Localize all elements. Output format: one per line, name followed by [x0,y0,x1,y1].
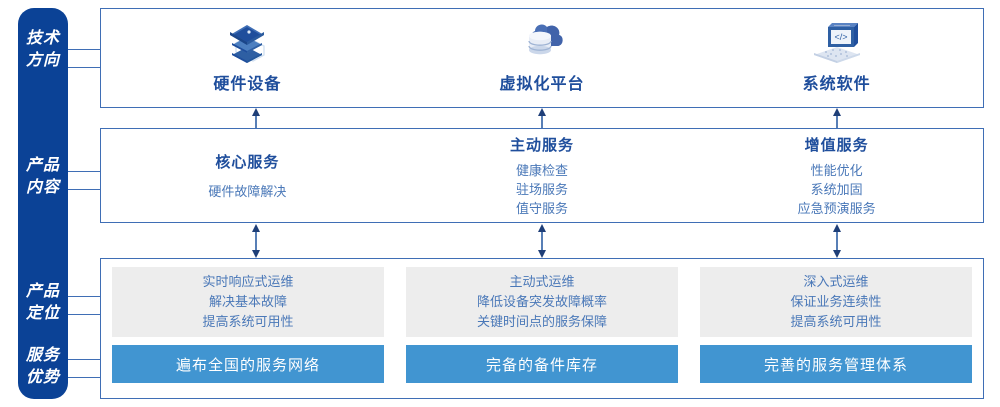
cloud-database-icon [510,16,574,68]
positioning-line: 保证业务连续性 [790,294,882,309]
arrow-up-system-software [830,108,844,128]
positioning-card-indepth: 深入式运维 保证业务连续性 提高系统可用性 [700,267,972,337]
product-item: 健康检查 [516,162,569,178]
lower-column-indepth[interactable]: 深入式运维 保证业务连续性 提高系统可用性 完善的服务管理体系 [700,267,972,389]
connector-position-upper [68,296,101,297]
connector-product-upper [68,171,101,172]
arrow-up-hardware [249,108,263,128]
svg-text:</>: </> [834,32,847,42]
rail-label-service-advantage: 服务 优势 [25,347,60,386]
lower-column-proactive[interactable]: 主动式运维 降低设备突发故障概率 关键时间点的服务保障 完备的备件库存 [406,267,678,389]
server-stack-icon [215,16,279,68]
positioning-line: 提高系统可用性 [790,314,882,329]
connector-advantage-upper [68,359,101,360]
product-title-value-added-service: 增值服务 [804,136,869,154]
tech-column-virtualization[interactable]: 虚拟化平台 [395,8,690,108]
advantage-bar-service-network[interactable]: 遍布全国的服务网络 [112,345,384,383]
arrow-double-system-software [830,224,844,258]
tech-column-system-software[interactable]: </> 系统软件 [689,8,984,108]
positioning-advantage-row: 实时响应式运维 解决基本故障 提高系统可用性 遍布全国的服务网络 主动式运维 降… [100,258,984,399]
positioning-line: 实时响应式运维 [202,274,294,289]
positioning-card-proactive: 主动式运维 降低设备突发故障概率 关键时间点的服务保障 [406,267,678,337]
product-item: 值守服务 [516,200,569,216]
connector-tech-upper [68,49,101,50]
positioning-line: 降低设备突发故障概率 [476,294,607,309]
rail-label-product-position: 产品 定位 [25,283,60,322]
arrow-up-virtualization [535,108,549,128]
connector-position-lower [68,314,101,315]
product-content-section-box [100,128,984,223]
tech-label-hardware: 硬件设备 [213,76,282,93]
product-item: 性能优化 [810,162,863,178]
connector-advantage-lower [68,377,101,378]
product-content-row: 核心服务 硬件故障解决 主动服务 健康检查 驻场服务 值守服务 增值服务 性能优… [100,128,984,223]
product-title-proactive-service: 主动服务 [510,136,575,154]
positioning-line: 深入式运维 [803,274,869,289]
connector-tech-lower [68,67,101,68]
product-item: 系统加固 [810,181,863,197]
positioning-line: 主动式运维 [509,274,575,289]
product-item: 应急预演服务 [797,200,876,216]
product-item: 驻场服务 [516,181,569,197]
advantage-bar-management-system[interactable]: 完善的服务管理体系 [700,345,972,383]
tech-label-system-software: 系统软件 [802,76,871,93]
positioning-card-realtime: 实时响应式运维 解决基本故障 提高系统可用性 [112,267,384,337]
technology-row: 硬件设备 虚拟化平台 [100,8,984,108]
connector-product-lower [68,189,101,190]
positioning-line: 关键时间点的服务保障 [476,314,607,329]
laptop-code-icon: </> [805,16,869,68]
positioning-line: 解决基本故障 [208,294,287,309]
product-title-core-service: 核心服务 [215,153,280,171]
arrow-double-hardware [249,224,263,258]
product-column-proactive-service[interactable]: 主动服务 健康检查 驻场服务 值守服务 [395,128,690,223]
arrow-double-virtualization [535,224,549,258]
left-category-rail [18,8,68,399]
product-item: 硬件故障解决 [208,183,287,199]
lower-column-realtime[interactable]: 实时响应式运维 解决基本故障 提高系统可用性 遍布全国的服务网络 [112,267,384,389]
product-column-core-service[interactable]: 核心服务 硬件故障解决 [100,128,395,223]
tech-label-virtualization: 虚拟化平台 [499,76,585,93]
rail-label-tech-direction: 技术 方向 [25,30,60,69]
advantage-bar-spare-parts[interactable]: 完备的备件库存 [406,345,678,383]
positioning-line: 提高系统可用性 [202,314,294,329]
product-column-value-added-service[interactable]: 增值服务 性能优化 系统加固 应急预演服务 [689,128,984,223]
rail-label-product-content: 产品 内容 [25,157,60,196]
tech-column-hardware[interactable]: 硬件设备 [100,8,395,108]
